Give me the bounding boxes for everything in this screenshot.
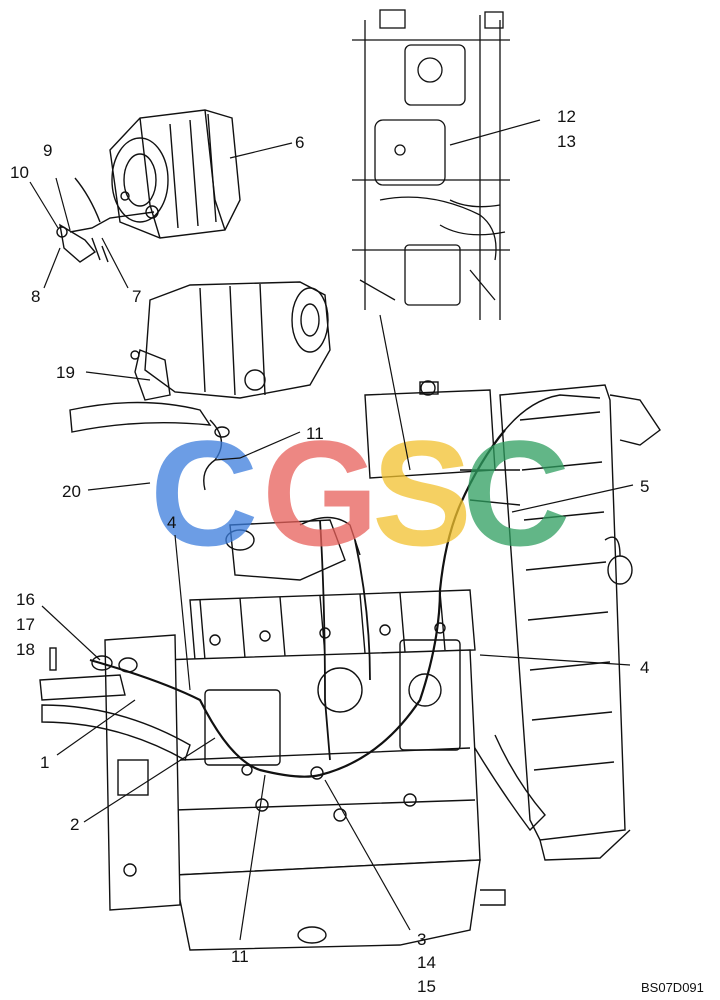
alternator-drawing [56, 109, 241, 263]
callout-11-bottom: 11 [231, 947, 249, 966]
callout-17: 17 [16, 615, 35, 634]
main-engine-drawing [39, 380, 661, 951]
callout-18: 18 [16, 640, 35, 659]
callout-6: 6 [295, 133, 304, 152]
watermark-letter-c2: C [462, 409, 570, 577]
callout-3: 3 [417, 930, 426, 949]
starter-motor-drawing [69, 281, 331, 491]
callout-9: 9 [43, 141, 52, 160]
callout-11-top: 11 [306, 424, 324, 443]
callout-4-left: 4 [167, 513, 176, 532]
callout-7: 7 [132, 287, 141, 306]
callout-19: 19 [56, 363, 75, 382]
callout-5: 5 [640, 477, 649, 496]
callout-4-right: 4 [640, 658, 649, 677]
callout-labels: 10 9 8 7 6 12 13 19 11 20 4 5 16 17 18 4… [10, 107, 704, 996]
callout-13: 13 [557, 132, 576, 151]
callout-1: 1 [40, 753, 49, 772]
callout-12: 12 [557, 107, 576, 126]
callout-14: 14 [417, 953, 436, 972]
engine-detail-drawing [352, 9, 510, 320]
callout-2: 2 [70, 815, 79, 834]
callout-15: 15 [417, 977, 436, 996]
callout-20: 20 [62, 482, 81, 501]
watermark-letter-g: G [262, 409, 379, 577]
cgsc-watermark: C G S C [150, 409, 570, 577]
watermark-letter-c1: C [150, 409, 258, 577]
callout-16: 16 [16, 590, 35, 609]
callout-8: 8 [31, 287, 40, 306]
reference-code: BS07D091 [641, 980, 704, 995]
callout-10: 10 [10, 163, 29, 182]
leader-lines [29, 119, 634, 941]
watermark-letter-s: S [372, 409, 472, 577]
